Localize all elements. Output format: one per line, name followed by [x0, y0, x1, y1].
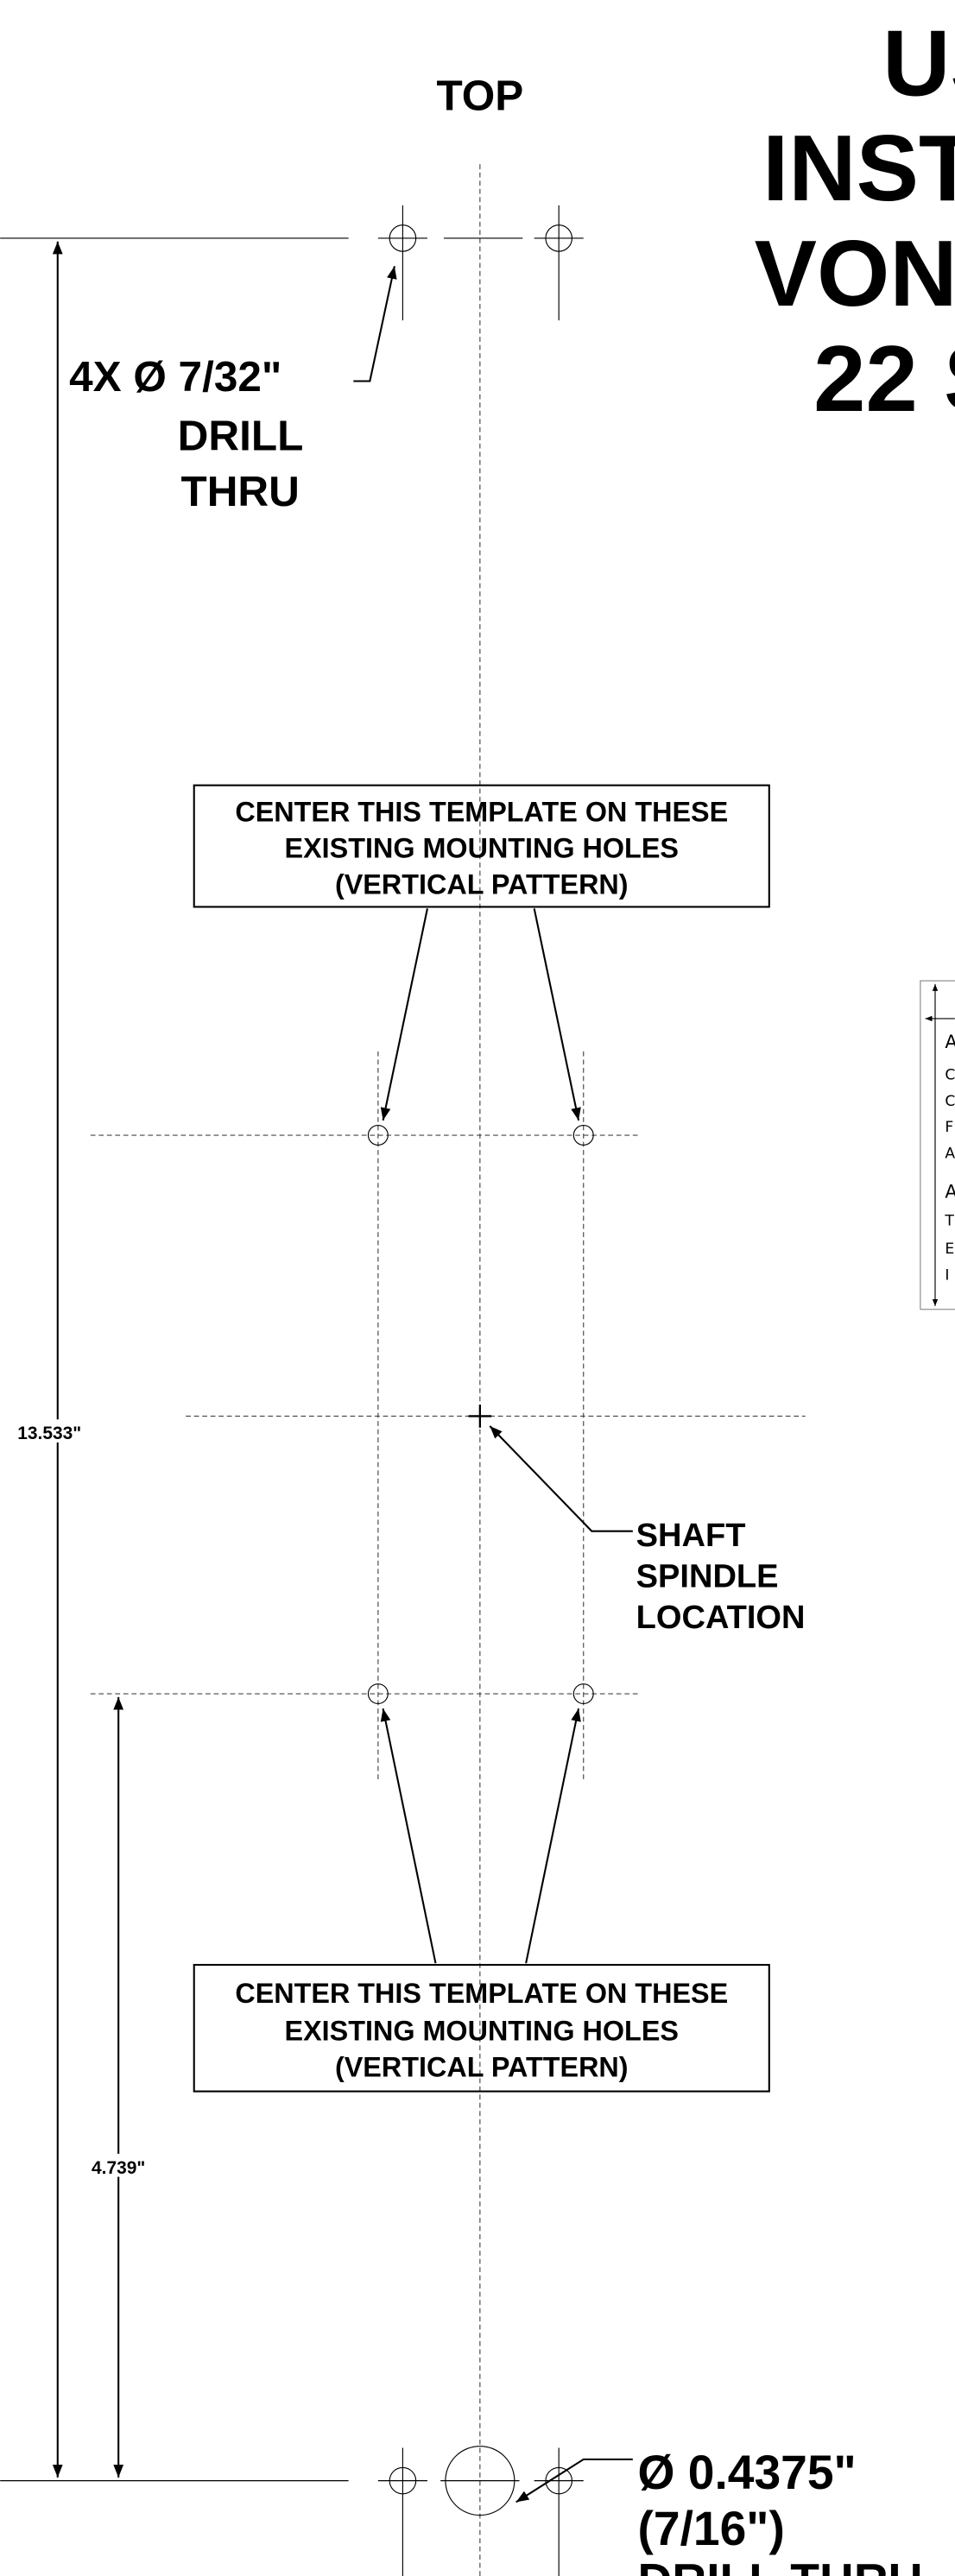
- drill-callout-size: 4X Ø 7/32": [69, 353, 281, 401]
- shaft-line: SHAFT: [636, 1518, 746, 1554]
- drill-callout-drill: DRILL: [178, 412, 304, 459]
- note-line: (VERTICAL PATTERN): [335, 2051, 629, 2082]
- note-line: (VERTICAL PATTERN): [335, 868, 629, 900]
- title-line-2: INST: [762, 116, 955, 220]
- side-text: T: [944, 1213, 954, 1230]
- title: US INST VON 22 S: [755, 10, 955, 430]
- template-note-top: CENTER THIS TEMPLATE ON THESE EXISTING M…: [235, 797, 728, 900]
- existing-hole: [572, 1125, 594, 1146]
- top-holes: [0, 205, 584, 321]
- side-text: A: [945, 1181, 955, 1202]
- note-line: CENTER THIS TEMPLATE ON THESE: [235, 1978, 728, 2009]
- template-note-bottom-box: [193, 1964, 770, 2093]
- mounting-hole: [545, 2466, 572, 2495]
- shaft-callout: SHAFT SPINDLE LOCATION: [636, 1518, 806, 1636]
- title-line-3: VON: [755, 221, 955, 325]
- title-line-4: 22 S: [813, 326, 955, 431]
- side-text: F: [945, 1119, 953, 1136]
- note-line: EXISTING MOUNTING HOLES: [285, 2016, 679, 2047]
- mounting-hole: [545, 224, 572, 252]
- shaft-leader: [489, 1425, 633, 1532]
- center-drill-hole: [445, 2446, 515, 2516]
- drill-leader: [353, 266, 397, 382]
- template-note-top-box: [193, 784, 770, 908]
- shaft-line: SPINDLE: [636, 1558, 779, 1594]
- side-text: E: [945, 1241, 954, 1258]
- bottom-holes: [0, 2446, 584, 2576]
- side-text: A: [945, 1032, 955, 1052]
- existing-hole: [367, 1683, 389, 1705]
- overall-dimension-label: 13.533": [17, 1424, 81, 1443]
- mounting-hole: [389, 2466, 417, 2495]
- center-hole-drill: DRILL THRU: [638, 2554, 923, 2576]
- top-label: TOP: [436, 73, 523, 120]
- center-hole-size: Ø 0.4375": [638, 2446, 857, 2499]
- drill-callout-thru: THRU: [180, 468, 299, 515]
- shaft-center-mark: [468, 1405, 492, 1428]
- drill-callout: 4X Ø 7/32" DRILL THRU: [69, 353, 303, 515]
- side-text: C: [945, 1093, 955, 1110]
- existing-holes: [90, 1051, 642, 1783]
- mounting-hole: [389, 224, 417, 252]
- note-line: EXISTING MOUNTING HOLES: [285, 832, 679, 863]
- template-note-bottom: CENTER THIS TEMPLATE ON THESE EXISTING M…: [235, 1978, 728, 2083]
- center-hole-callout: Ø 0.4375" (7/16") DRILL THRU: [638, 2446, 923, 2576]
- title-line-1: US: [882, 10, 955, 115]
- note-line: CENTER THIS TEMPLATE ON THESE: [235, 797, 728, 828]
- shaft-line: LOCATION: [636, 1600, 806, 1636]
- side-text: A: [945, 1146, 955, 1163]
- side-text: I: [945, 1266, 949, 1284]
- center-hole-leader: [515, 2458, 633, 2503]
- existing-hole: [572, 1683, 594, 1705]
- side-text: C: [945, 1066, 955, 1083]
- side-panel: A C C F A A T E I: [920, 980, 955, 1310]
- existing-hole: [367, 1125, 389, 1146]
- lower-dimension-label: 4.739": [92, 2158, 145, 2178]
- center-hole-fraction: (7/16"): [638, 2502, 785, 2555]
